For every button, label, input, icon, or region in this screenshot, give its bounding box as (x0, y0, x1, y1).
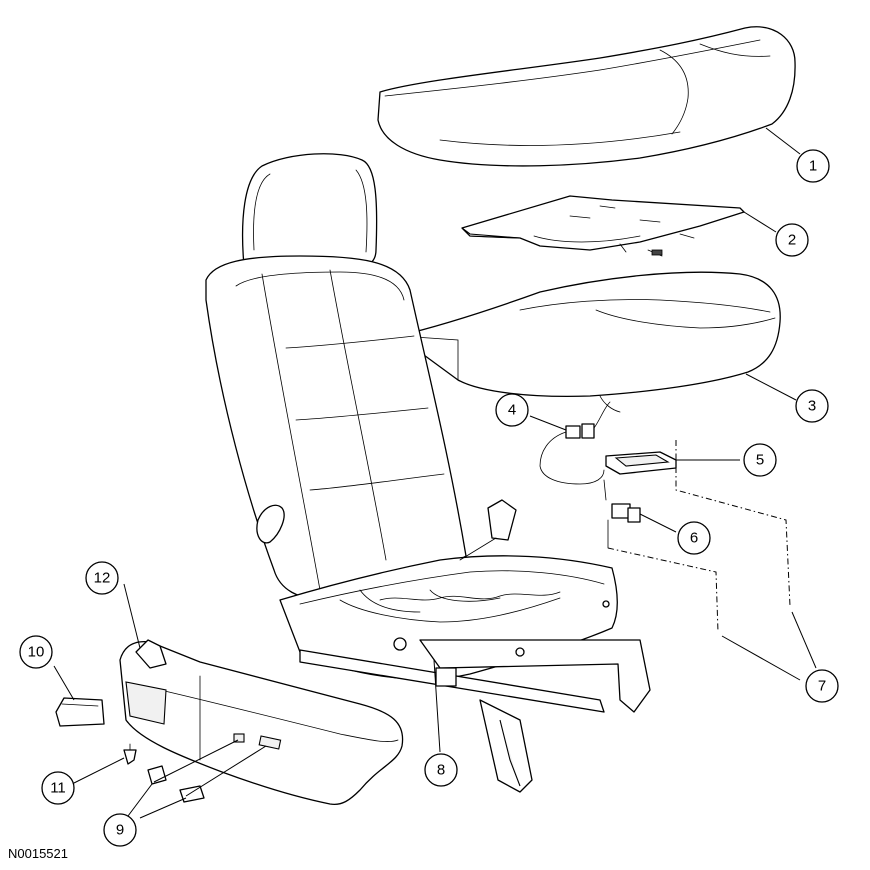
callout-1: 1 (796, 149, 830, 183)
callout-12: 12 (85, 561, 119, 595)
callout-number: 8 (437, 762, 445, 779)
callout-7: 7 (805, 669, 839, 703)
wire-connector-4 (539, 401, 611, 485)
seat-frame-track (279, 499, 651, 793)
sensor-module (605, 451, 677, 475)
wiring-route-dashed (607, 440, 791, 633)
callout-number: 1 (809, 158, 817, 175)
wire-connector-6 (603, 479, 641, 549)
seat-cushion-cover (377, 26, 796, 167)
callout-8: 8 (424, 753, 458, 787)
callout-number: 4 (508, 402, 516, 419)
callout-5: 5 (743, 443, 777, 477)
seat-backrest (205, 153, 467, 599)
callout-4: 4 (495, 393, 529, 427)
callout-number: 6 (690, 530, 698, 547)
callout-3: 3 (795, 389, 829, 423)
trim-cap-10 (55, 697, 105, 727)
callout-10: 10 (19, 635, 53, 669)
callout-number: 12 (94, 570, 111, 587)
leader-lines (53, 127, 817, 819)
callout-number: 9 (116, 822, 124, 839)
callout-11: 11 (41, 771, 75, 805)
sensor-mat (461, 195, 745, 257)
callout-number: 10 (28, 644, 45, 661)
callout-number: 11 (50, 780, 66, 797)
callout-number: 5 (756, 452, 764, 469)
callout-number: 7 (818, 678, 826, 695)
pushpin-11 (123, 743, 137, 765)
seat-cushion-pad (397, 271, 781, 413)
callout-6: 6 (677, 521, 711, 555)
side-shield-trim (119, 639, 404, 806)
callout-2: 2 (775, 223, 809, 257)
figure-id-code: N0015521 (8, 846, 68, 861)
callout-number: 3 (808, 398, 816, 415)
callout-number: 2 (788, 232, 796, 249)
callout-9: 9 (103, 813, 137, 847)
plug-caps-9 (147, 765, 205, 803)
